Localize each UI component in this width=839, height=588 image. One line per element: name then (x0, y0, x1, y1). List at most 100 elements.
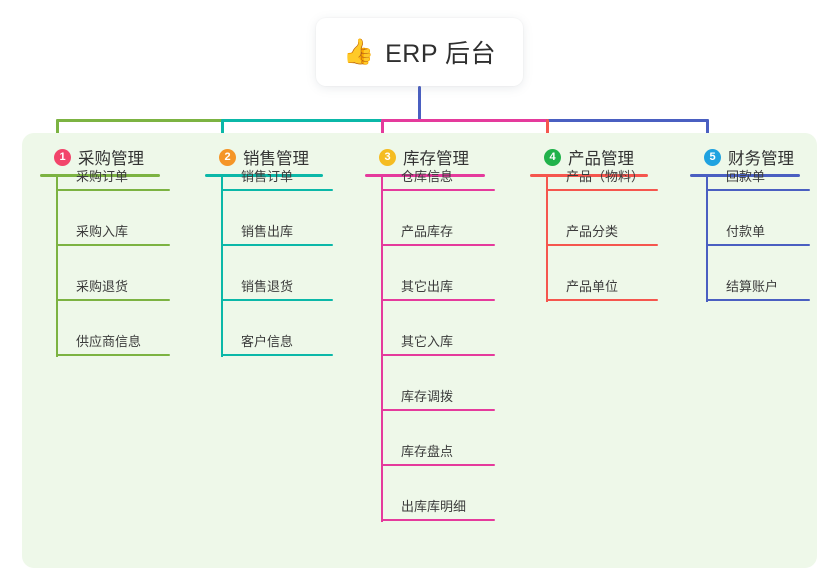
branch-title: 销售管理 (243, 150, 309, 168)
branch-header-rule (40, 174, 160, 177)
branch-title: 库存管理 (403, 150, 469, 168)
leaf-rule (56, 299, 170, 301)
mindmap-panel: 1 采购管理采购订单采购入库采购退货供应商信息 2 销售管理销售订单销售出库销售退货客… (22, 133, 817, 568)
bus-segment (221, 119, 383, 122)
leaf-label: 库存盘点 (401, 444, 454, 459)
leaf-rule (546, 189, 658, 191)
root-stem-connector (418, 86, 421, 122)
root-title: ERP 后台 (385, 40, 497, 68)
leaf-rule (706, 189, 810, 191)
leaf-label: 仓库信息 (401, 169, 454, 184)
branch-title: 采购管理 (78, 150, 144, 168)
branch-header-库存管理[interactable]: 3 库存管理 (379, 145, 469, 169)
leaf-label: 付款单 (726, 224, 766, 239)
branch-header-rule (690, 174, 800, 177)
branch-leaf-item[interactable]: 库存盘点 (381, 440, 495, 466)
branch-leaf-item[interactable]: 其它入库 (381, 330, 495, 356)
branch-drop-connector (381, 119, 384, 145)
branch-leaf-item[interactable]: 产品分类 (546, 220, 658, 246)
leaf-rule (56, 354, 170, 356)
leaf-label: 客户信息 (241, 334, 294, 349)
branch-leaf-item[interactable]: 采购订单 (56, 165, 170, 191)
leaf-label: 供应商信息 (76, 334, 142, 349)
branch-leaf-item[interactable]: 供应商信息 (56, 330, 170, 356)
leaf-rule (381, 244, 495, 246)
leaf-label: 采购订单 (76, 169, 129, 184)
branch-leaf-item[interactable]: 产品（物料） (546, 165, 658, 191)
leaf-rule (546, 244, 658, 246)
leaf-label: 出库库明细 (401, 499, 467, 514)
branch-leaf-item[interactable]: 结算账户 (706, 275, 810, 301)
branch-badge: 4 (544, 148, 561, 166)
branch-leaf-item[interactable]: 仓库信息 (381, 165, 495, 191)
branch-drop-connector (546, 119, 549, 145)
branch-header-销售管理[interactable]: 2 销售管理 (219, 145, 309, 169)
branch-leaf-item[interactable]: 产品库存 (381, 220, 495, 246)
branch-header-rule (205, 174, 323, 177)
leaf-rule (706, 244, 810, 246)
leaf-rule (381, 299, 495, 301)
branch-leaf-item[interactable]: 销售退货 (221, 275, 333, 301)
leaf-label: 产品库存 (401, 224, 454, 239)
root-node[interactable]: 👍 ERP 后台 (316, 18, 523, 86)
leaf-label: 结算账户 (726, 279, 779, 294)
leaf-rule (221, 354, 333, 356)
branch-spine (546, 174, 548, 302)
leaf-rule (221, 244, 333, 246)
branch-drop-connector (56, 119, 59, 145)
branch-leaf-item[interactable]: 其它出库 (381, 275, 495, 301)
leaf-rule (381, 519, 495, 521)
leaf-label: 采购入库 (76, 224, 129, 239)
leaf-rule (221, 299, 333, 301)
thumbs-up-icon: 👍 (342, 37, 375, 66)
leaf-label: 回款单 (726, 169, 766, 184)
leaf-rule (381, 189, 495, 191)
branch-leaf-item[interactable]: 采购入库 (56, 220, 170, 246)
leaf-rule (56, 189, 170, 191)
leaf-label: 产品分类 (566, 224, 619, 239)
branch-badge: 2 (219, 148, 236, 166)
leaf-label: 库存调拨 (401, 389, 454, 404)
branch-spine (221, 174, 223, 357)
branch-title: 财务管理 (728, 150, 794, 168)
branch-header-采购管理[interactable]: 1 采购管理 (54, 145, 144, 169)
branch-header-rule (365, 174, 485, 177)
bus-segment (381, 119, 548, 122)
branch-badge: 1 (54, 148, 71, 166)
branch-spine (706, 174, 708, 302)
branch-header-rule (530, 174, 648, 177)
leaf-label: 销售退货 (241, 279, 294, 294)
leaf-rule (706, 299, 810, 301)
leaf-label: 其它入库 (401, 334, 454, 349)
branch-leaf-item[interactable]: 付款单 (706, 220, 810, 246)
bus-segment-tail (546, 119, 709, 122)
branch-badge: 3 (379, 148, 396, 166)
bus-segment (56, 119, 223, 122)
leaf-rule (56, 244, 170, 246)
leaf-label: 产品单位 (566, 279, 619, 294)
branch-header-财务管理[interactable]: 5 财务管理 (704, 145, 794, 169)
branch-leaf-item[interactable]: 客户信息 (221, 330, 333, 356)
branch-leaf-item[interactable]: 产品单位 (546, 275, 658, 301)
branch-leaf-item[interactable]: 销售出库 (221, 220, 333, 246)
leaf-label: 采购退货 (76, 279, 129, 294)
branch-leaf-item[interactable]: 出库库明细 (381, 495, 495, 521)
branch-spine (56, 174, 58, 357)
branch-leaf-item[interactable]: 采购退货 (56, 275, 170, 301)
leaf-rule (381, 354, 495, 356)
branch-leaf-item[interactable]: 销售订单 (221, 165, 333, 191)
branch-leaf-item[interactable]: 库存调拨 (381, 385, 495, 411)
leaf-label: 其它出库 (401, 279, 454, 294)
leaf-rule (381, 464, 495, 466)
branch-drop-connector (221, 119, 224, 145)
leaf-label: 销售出库 (241, 224, 294, 239)
leaf-rule (381, 409, 495, 411)
branch-drop-connector (706, 119, 709, 145)
branch-leaf-item[interactable]: 回款单 (706, 165, 810, 191)
branch-badge: 5 (704, 148, 721, 166)
branch-spine (381, 174, 383, 522)
leaf-rule (221, 189, 333, 191)
leaf-rule (546, 299, 658, 301)
leaf-label: 产品（物料） (566, 169, 645, 184)
